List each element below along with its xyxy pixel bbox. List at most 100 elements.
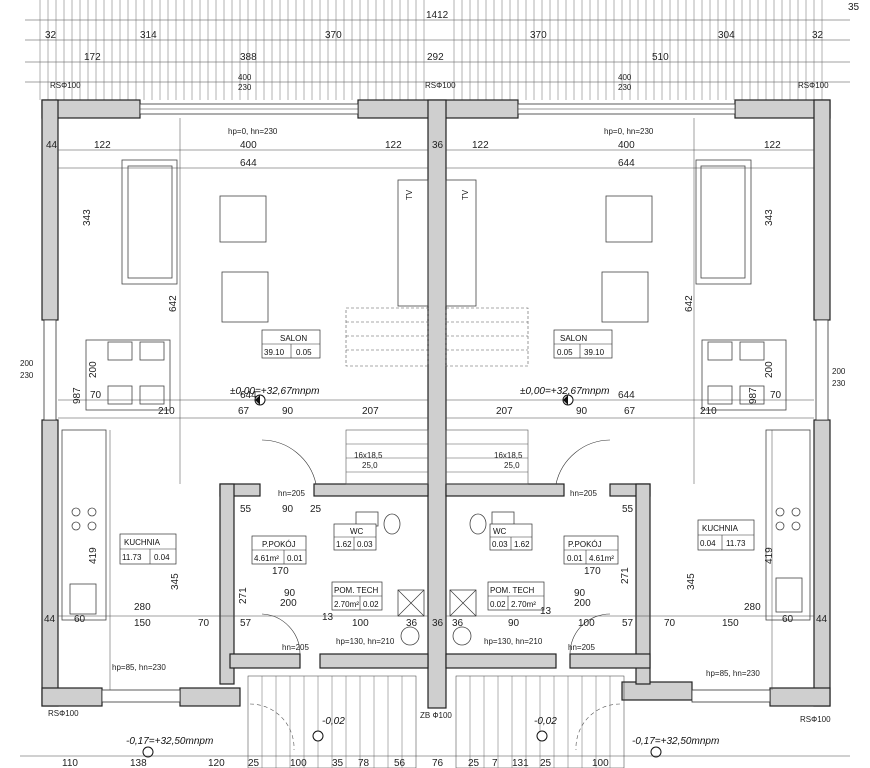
svg-text:25,0: 25,0 <box>362 461 378 470</box>
svg-text:-0,17=+32,50mnpm: -0,17=+32,50mnpm <box>126 736 213 747</box>
svg-text:400: 400 <box>618 73 632 82</box>
svg-text:644: 644 <box>618 390 635 401</box>
entrance-steps <box>247 675 625 768</box>
svg-text:207: 207 <box>362 406 379 417</box>
right-interior-dimensions: 122 400 122 644 644 207 90 67 210 70 280… <box>452 140 828 629</box>
svg-text:131: 131 <box>512 758 529 768</box>
svg-text:210: 210 <box>158 406 175 417</box>
svg-text:343: 343 <box>764 209 775 226</box>
svg-text:32: 32 <box>812 30 824 41</box>
svg-text:150: 150 <box>722 618 739 629</box>
svg-text:hp=0, hn=230: hp=0, hn=230 <box>604 127 654 136</box>
svg-text:60: 60 <box>782 614 794 625</box>
svg-text:210: 210 <box>700 406 717 417</box>
left-salon-label: SALON 39.10 0.05 <box>261 329 321 359</box>
svg-text:36: 36 <box>432 140 444 151</box>
svg-text:±0,00=+32,67mnpm: ±0,00=+32,67mnpm <box>520 386 609 397</box>
svg-text:345: 345 <box>170 573 181 590</box>
svg-text:POM. TECH: POM. TECH <box>490 586 535 595</box>
svg-text:345: 345 <box>686 573 697 590</box>
svg-text:39.10: 39.10 <box>264 348 285 357</box>
svg-text:44: 44 <box>816 614 828 625</box>
svg-text:hp=130, hn=210: hp=130, hn=210 <box>336 637 395 646</box>
svg-text:230: 230 <box>618 83 632 92</box>
svg-text:343: 343 <box>82 209 93 226</box>
svg-text:200: 200 <box>20 359 34 368</box>
svg-text:hn=205: hn=205 <box>282 643 309 652</box>
svg-text:200: 200 <box>832 367 846 376</box>
svg-text:76: 76 <box>432 758 444 768</box>
svg-text:±0,00=+32,67mnpm: ±0,00=+32,67mnpm <box>230 386 319 397</box>
windows <box>43 103 829 703</box>
left-vertical-dims: 343 642 200 987 419 345 271 <box>72 209 249 604</box>
svg-text:1.62: 1.62 <box>336 540 352 549</box>
left-tech-label: POM. TECH 2.70m² 0.02 <box>331 581 383 611</box>
svg-text:hp=130, hn=210: hp=130, hn=210 <box>484 637 543 646</box>
svg-text:16x18,5: 16x18,5 <box>494 451 523 460</box>
svg-text:122: 122 <box>94 140 111 151</box>
left-room-label: P.POKÓJ 4.61m² 0.01 <box>251 535 307 565</box>
svg-text:55: 55 <box>622 504 634 515</box>
svg-text:RSФ100: RSФ100 <box>798 81 829 90</box>
svg-text:200: 200 <box>88 361 99 378</box>
left-armchair-bottom <box>221 271 269 323</box>
svg-text:0.04: 0.04 <box>700 539 716 548</box>
left-interior-dimensions: 44 122 400 122 644 25,0 36 70 210 67 90 … <box>44 140 444 629</box>
svg-text:57: 57 <box>622 618 634 629</box>
svg-text:292: 292 <box>427 52 444 63</box>
svg-text:70: 70 <box>198 618 210 629</box>
svg-text:370: 370 <box>325 30 342 41</box>
svg-text:44: 44 <box>44 614 56 625</box>
svg-text:25: 25 <box>468 758 480 768</box>
svg-text:7: 7 <box>492 758 498 768</box>
svg-text:200: 200 <box>280 598 297 609</box>
svg-text:644: 644 <box>618 158 635 169</box>
svg-text:hn=205: hn=205 <box>570 489 597 498</box>
svg-text:36: 36 <box>452 618 464 629</box>
svg-text:RSФ100: RSФ100 <box>425 81 456 90</box>
svg-text:110: 110 <box>62 758 78 768</box>
svg-text:644: 644 <box>240 390 257 401</box>
svg-text:KUCHNIA: KUCHNIA <box>702 524 739 533</box>
svg-text:hp=85, hn=230: hp=85, hn=230 <box>112 663 166 672</box>
svg-text:ZB Ф100: ZB Ф100 <box>420 711 452 720</box>
svg-text:280: 280 <box>134 602 151 613</box>
svg-text:SALON: SALON <box>280 334 307 343</box>
svg-text:WC: WC <box>493 527 507 536</box>
svg-text:230: 230 <box>238 83 252 92</box>
svg-text:987: 987 <box>748 387 759 404</box>
svg-text:1412: 1412 <box>426 10 449 21</box>
svg-text:207: 207 <box>496 406 513 417</box>
right-kitchen-label: KUCHNIA 0.04 11.73 <box>697 519 755 551</box>
svg-text:200: 200 <box>574 598 591 609</box>
svg-text:987: 987 <box>72 387 83 404</box>
svg-text:90: 90 <box>282 504 294 515</box>
left-armchair-top <box>219 195 267 243</box>
svg-text:0.05: 0.05 <box>296 348 312 357</box>
interior-dimension-lines <box>58 118 814 690</box>
svg-text:78: 78 <box>358 758 370 768</box>
left-dining-table <box>85 339 171 411</box>
svg-text:150: 150 <box>134 618 151 629</box>
svg-text:4.61m²: 4.61m² <box>254 554 279 563</box>
svg-text:KUCHNIA: KUCHNIA <box>124 538 161 547</box>
svg-text:25,0: 25,0 <box>504 461 520 470</box>
svg-text:60: 60 <box>74 614 86 625</box>
svg-text:-0,02: -0,02 <box>322 716 345 727</box>
svg-text:25: 25 <box>540 758 552 768</box>
svg-text:2.70m²: 2.70m² <box>334 600 359 609</box>
svg-text:90: 90 <box>284 588 296 599</box>
right-tv-cabinet <box>445 179 477 307</box>
svg-text:36: 36 <box>406 618 418 629</box>
svg-text:36: 36 <box>432 618 444 629</box>
svg-text:hp=0, hn=230: hp=0, hn=230 <box>228 127 278 136</box>
svg-text:100: 100 <box>290 758 307 768</box>
svg-text:388: 388 <box>240 52 257 63</box>
svg-text:16x18,5: 16x18,5 <box>354 451 383 460</box>
svg-text:120: 120 <box>208 758 225 768</box>
right-armchair-bottom <box>601 271 649 323</box>
svg-text:P.POKÓJ: P.POKÓJ <box>568 540 602 549</box>
svg-text:56: 56 <box>394 758 406 768</box>
svg-text:90: 90 <box>282 406 294 417</box>
